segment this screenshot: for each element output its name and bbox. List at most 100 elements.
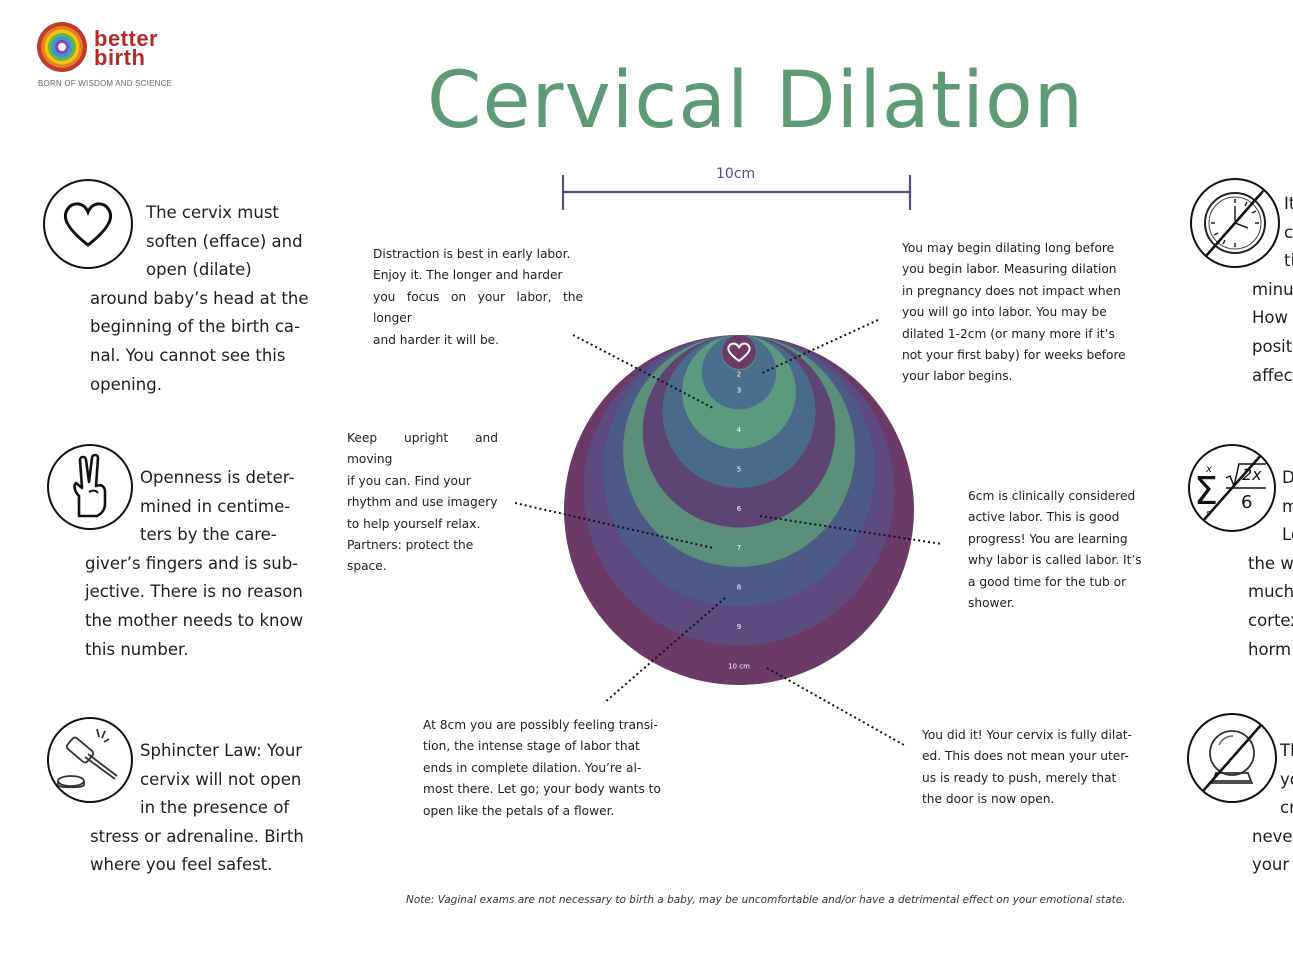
annotation-line: and harder it will be.	[373, 332, 500, 347]
no-clock-icon	[1204, 189, 1266, 257]
right-panel-3-line: yo	[1280, 769, 1293, 789]
annotation-line: you begin labor. Measuring dilation	[902, 262, 1117, 277]
right-panel-1-line: minu	[1252, 279, 1293, 299]
annotation-line: shower.	[968, 596, 1015, 611]
right-panel-1-line: positi	[1252, 336, 1293, 356]
dilation-ring-label: 9	[737, 623, 741, 631]
left-panel-3-line: cervix will not open	[140, 769, 302, 789]
dilation-ring-label: 6	[737, 505, 742, 513]
left-panel-3-line: where you feel safest.	[90, 855, 273, 875]
left-panel-2-line: Openness is deter-	[140, 468, 295, 487]
annotation-line: us is ready to push, merely that	[922, 770, 1117, 785]
right-panel-3-clip: Th yo cr never your	[1245, 737, 1293, 887]
right-panel-2: D m Le the w much cortex horm	[1248, 464, 1293, 664]
annotation-line: your labor begins.	[902, 369, 1013, 384]
left-panel-3-line: stress or adrenaline. Birth	[90, 826, 304, 846]
annotation-six-cm: 6cm is clinically considered active labo…	[968, 486, 1142, 614]
annotation-line: you will go into labor. You may be	[902, 305, 1107, 320]
left-panel-1-line: soften (efface) and	[146, 231, 303, 251]
denominator-label: 6	[1241, 492, 1252, 513]
no-math-icon: Σ x s 2x 6	[1194, 453, 1266, 523]
annotation-line: not your first baby) for weeks before	[902, 348, 1126, 363]
gavel-icon	[57, 728, 118, 789]
dilation-ring-label: 5	[737, 465, 741, 473]
right-panel-3: Th yo cr never your	[1252, 737, 1293, 880]
no-crystal-ball-icon-circle	[1187, 713, 1277, 803]
gavel-icon-circle	[47, 717, 133, 803]
annotation-before-labor: You may begin dilating long before you b…	[902, 238, 1126, 388]
scale-label: 10cm	[716, 166, 756, 182]
annotation-line: open like the petals of a flower.	[423, 803, 615, 818]
annotation-line: most there. Let go; your body wants to	[423, 782, 661, 797]
left-panel-2-line: mined in centime-	[140, 496, 291, 516]
dilation-ring-label: 4	[737, 426, 742, 434]
no-clock-icon-circle	[1190, 178, 1280, 268]
svg-text:Σ: Σ	[1194, 469, 1218, 513]
right-panel-1-line: c	[1284, 222, 1293, 242]
annotation-line: Keep upright and moving	[347, 431, 498, 467]
annotation-line: progress! You are learning	[968, 531, 1128, 546]
heart-icon	[727, 342, 751, 363]
annotation-line: Enjoy it. The longer and harder	[373, 268, 563, 283]
footer-note: Note: Vaginal exams are not necessary to…	[406, 894, 1126, 906]
right-panel-1-line: How	[1252, 308, 1288, 328]
annotation-line: dilated 1-2cm (or many more if it’s	[902, 326, 1115, 341]
sum-top-label: x	[1205, 464, 1212, 475]
left-panel-1: The cervix must soften (efface) and open…	[90, 199, 330, 399]
brand-tagline: BORN OF WISDOM AND SCIENCE	[38, 79, 173, 88]
annotation-line: why labor is called labor. It’s	[968, 553, 1142, 568]
left-panel-1-line: opening.	[90, 374, 162, 394]
dilation-ring-label: 2	[737, 371, 741, 379]
right-panel-3-line: never	[1252, 826, 1293, 846]
right-panel-2-line: m	[1282, 496, 1293, 516]
left-panel-2-line: this number.	[85, 639, 189, 659]
two-fingers-icon-circle	[47, 444, 133, 530]
left-panel-1-line: nal. You cannot see this	[90, 345, 286, 365]
annotation-line: to help yourself relax.	[347, 516, 481, 531]
annotation-line: ends in complete dilation. You’re al-	[423, 760, 642, 775]
dilation-ring-label: 3	[737, 387, 741, 395]
right-panel-2-clip: D m Le the w much cortex horm	[1245, 464, 1293, 674]
annotation-line: You may begin dilating long before	[902, 241, 1115, 255]
right-panel-3-line: your	[1252, 855, 1290, 875]
dilation-ring	[701, 335, 777, 410]
left-panel-2-line: the mother needs to know	[85, 610, 304, 630]
annotation-early-labor: Distraction is best in early labor. Enjo…	[373, 244, 583, 351]
annotation-line: tion, the intense stage of labor that	[423, 739, 640, 754]
annotation-line: At 8cm you are possibly feeling transi-	[423, 718, 658, 732]
annotation-line: a good time for the tub or	[968, 574, 1127, 589]
no-crystal-ball-icon	[1202, 724, 1262, 792]
right-panel-2-line: Le	[1282, 525, 1293, 545]
right-panel-2-line: the w	[1248, 553, 1293, 573]
annotation-line: you focus on your labor, the longer	[373, 289, 583, 326]
two-fingers-icon	[73, 453, 107, 518]
dilation-ring-label: 8	[737, 584, 741, 592]
annotation-line: rhythm and use imagery	[347, 495, 498, 510]
annotation-line: ed. This does not mean your uter-	[922, 749, 1129, 764]
annotation-upright: Keep upright and moving if you can. Find…	[347, 428, 498, 578]
page-title: Cervical Dilation	[427, 56, 1085, 146]
right-panel-3-line: cr	[1280, 798, 1293, 818]
annotation-line: the door is now open.	[922, 792, 1055, 807]
right-panel-2-line: much	[1248, 582, 1293, 602]
left-panel-2: Openness is deter- mined in centime- ter…	[85, 464, 325, 664]
left-panel-1-line: around baby’s head at the	[90, 288, 309, 308]
left-panel-1-line: The cervix must	[146, 203, 279, 222]
left-panel-3: Sphincter Law: Your cervix will not open…	[90, 737, 330, 880]
left-panel-3-line: in the presence of	[140, 798, 290, 818]
annotation-line: if you can. Find your	[347, 473, 471, 488]
brand-logo: better birth BORN OF WISDOM AND SCIENCE	[35, 20, 185, 92]
annotation-line: Partners: protect the	[347, 538, 474, 553]
annotation-line: active labor. This is good	[968, 510, 1120, 525]
no-math-icon-circle: Σ x s 2x 6	[1188, 444, 1276, 532]
annotation-line: in pregnancy does not impact when	[902, 283, 1121, 298]
right-panel-2-line: horm	[1248, 639, 1292, 659]
right-panel-2-line: cortex	[1248, 610, 1293, 630]
right-panel-1-line: affec	[1252, 365, 1293, 385]
annotation-line: 6cm is clinically considered	[968, 489, 1136, 503]
brand-name-line1: better	[94, 26, 159, 51]
left-panel-1-line: open (dilate)	[146, 260, 252, 280]
heart-icon-circle	[43, 179, 133, 269]
left-panel-2-line: jective. There is no reason	[85, 582, 303, 602]
annotation-line: Distraction is best in early labor.	[373, 247, 571, 261]
